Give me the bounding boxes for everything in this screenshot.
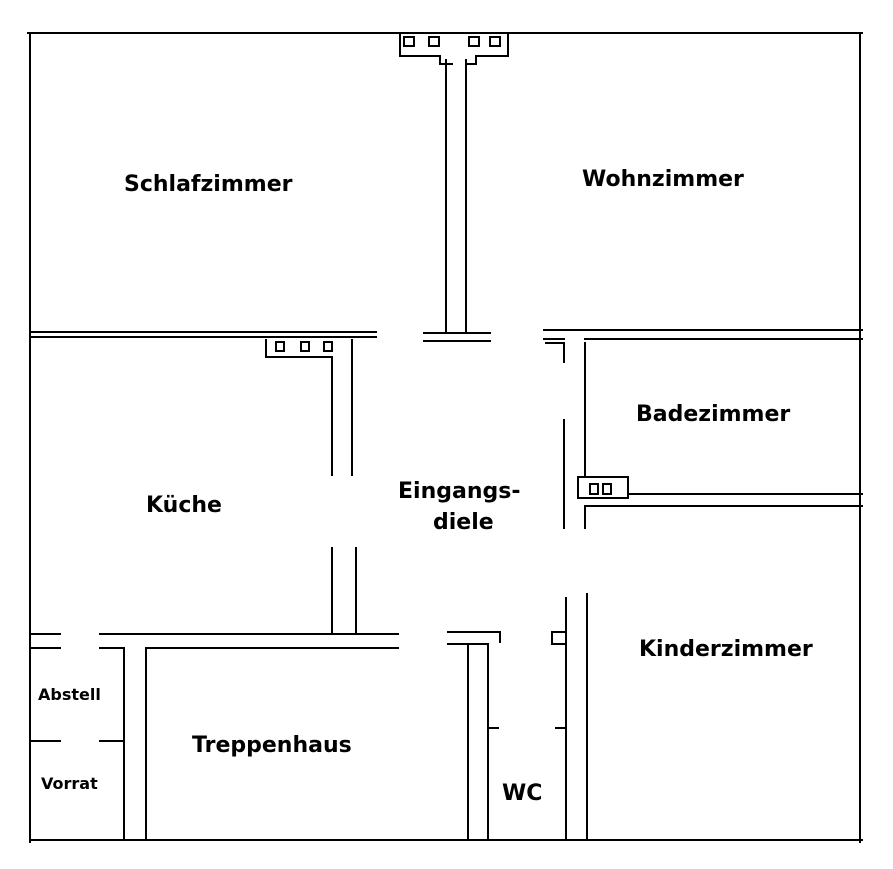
label-eingangsdiele-2: diele	[433, 510, 494, 535]
room-labels: Schlafzimmer Wohnzimmer Badezimmer Küche…	[38, 167, 813, 806]
label-wohnzimmer: Wohnzimmer	[582, 167, 744, 192]
label-schlafzimmer: Schlafzimmer	[124, 172, 293, 197]
label-abstell: Abstell	[38, 685, 101, 704]
walls	[27, 32, 863, 843]
label-kinderzimmer: Kinderzimmer	[639, 637, 813, 662]
label-wc: WC	[502, 781, 542, 806]
label-treppenhaus: Treppenhaus	[192, 733, 352, 758]
label-eingangsdiele-1: Eingangs-	[398, 479, 520, 504]
label-kueche: Küche	[146, 493, 222, 518]
label-vorrat: Vorrat	[41, 774, 98, 793]
label-badezimmer: Badezimmer	[636, 402, 790, 427]
